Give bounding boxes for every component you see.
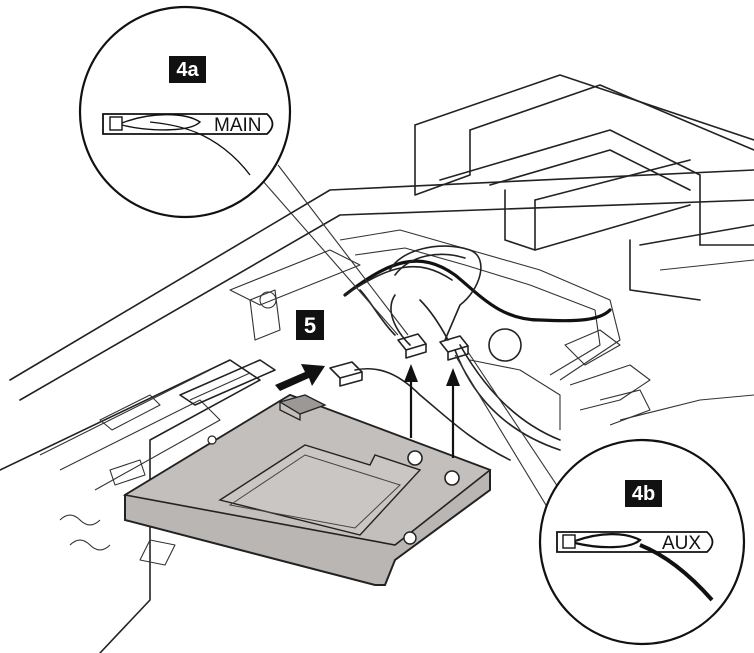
step-5-label: 5 [304,313,316,338]
cable-channel [339,229,754,430]
insert-arrow-icon [275,364,325,391]
callout-4a-main-tag: MAIN [214,115,262,136]
callout-4a: 4a MAIN [78,5,292,219]
callout-4b: 4b AUX [538,438,746,646]
callout-4a-step-label: 4a [176,59,199,81]
antenna-connectors [329,333,469,387]
antenna-cables [343,245,612,461]
callout-4b-step-label: 4b [632,483,655,505]
step-5-badge: 5 [296,310,324,340]
laptop-base [0,169,754,653]
wireless-card [122,393,492,586]
callout-4b-aux-tag: AUX [662,533,701,554]
callout-leaders [261,164,571,521]
hinge-assembly [414,74,754,301]
lift-arrows-icon [404,364,460,458]
